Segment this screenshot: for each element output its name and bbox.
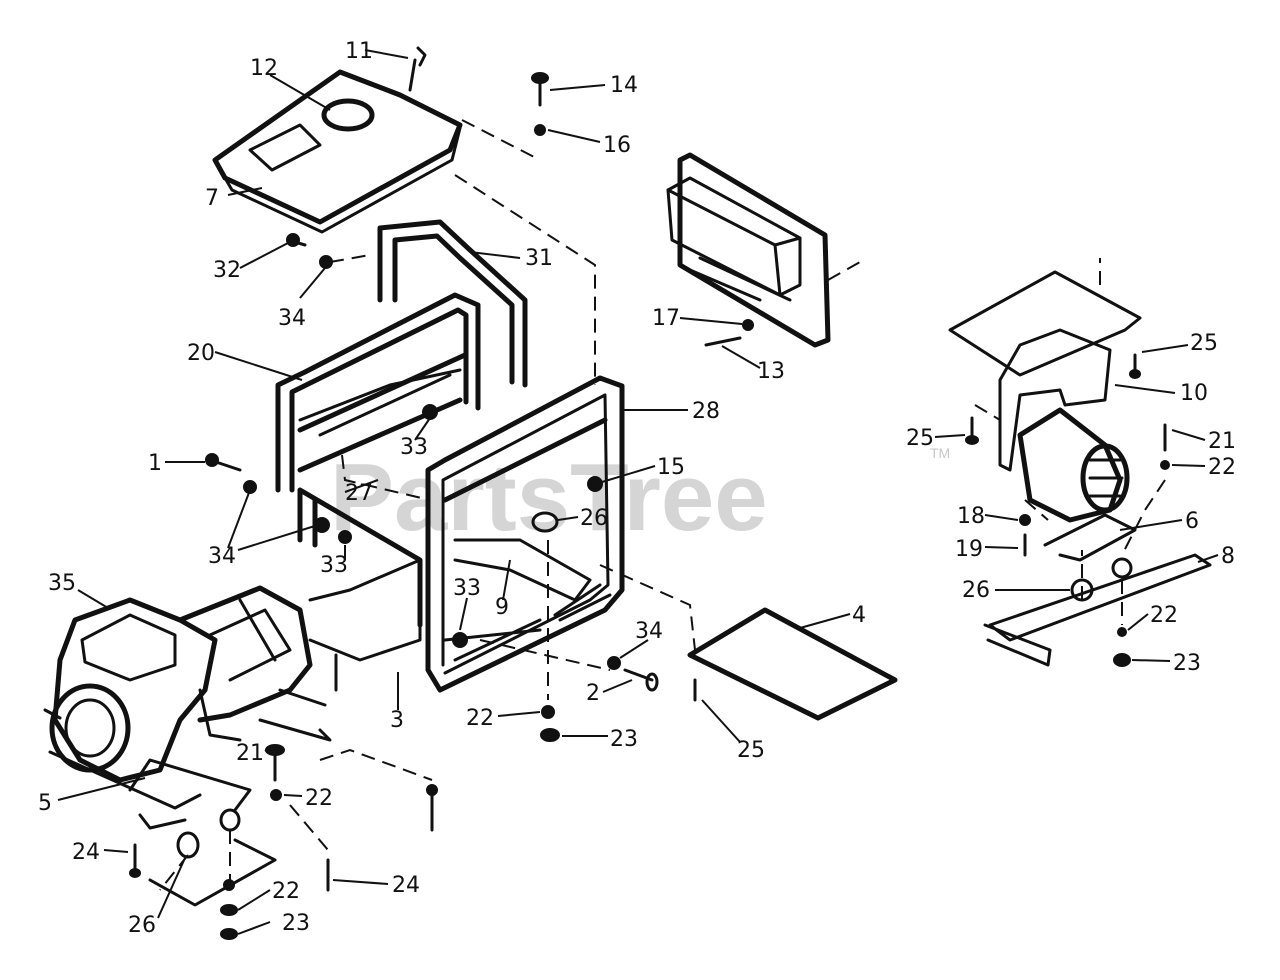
callout-25: 25: [1190, 331, 1218, 356]
callout-25: 25: [906, 426, 934, 451]
alternator: [948, 270, 1212, 667]
watermark-text: PartsTree: [330, 444, 768, 551]
engine: [43, 585, 313, 783]
callout-28: 28: [692, 399, 720, 424]
callout-14: 14: [610, 73, 638, 98]
callout-26: 26: [580, 506, 608, 531]
fuel-cap: [321, 98, 375, 132]
callout-35: 35: [48, 571, 76, 596]
callout-34: 34: [635, 619, 663, 644]
callout-24: 24: [72, 840, 100, 865]
callout-34: 34: [208, 544, 236, 569]
leader-lines: [57, 49, 1219, 935]
callout-17: 17: [652, 306, 680, 331]
callout-18: 18: [957, 504, 985, 529]
callout-labels: 11 12 14 16 7 31 32 34 17 13 25 10 20 28…: [38, 39, 1236, 938]
fuel-tank: [212, 46, 463, 234]
engine-mount-plate: [48, 750, 252, 830]
callout-22: 22: [466, 706, 494, 731]
callout-34: 34: [278, 306, 306, 331]
callout-22: 22: [305, 786, 333, 811]
callout-26: 26: [128, 913, 156, 938]
callout-10: 10: [1180, 381, 1208, 406]
callout-22: 22: [272, 879, 300, 904]
callout-23: 23: [1173, 651, 1201, 676]
callout-15: 15: [657, 455, 685, 480]
callout-32: 32: [213, 258, 241, 283]
callout-1: 1: [148, 451, 162, 476]
callout-31: 31: [525, 246, 553, 271]
callout-8: 8: [1221, 544, 1235, 569]
callout-16: 16: [603, 133, 631, 158]
callout-11: 11: [345, 39, 373, 64]
callout-19: 19: [955, 537, 983, 562]
callout-2: 2: [586, 681, 600, 706]
callout-24: 24: [392, 873, 420, 898]
callout-27: 27: [345, 481, 373, 506]
callout-23: 23: [282, 911, 310, 936]
callout-22: 22: [1208, 455, 1236, 480]
callout-25: 25: [737, 738, 765, 763]
callout-20: 20: [187, 341, 215, 366]
muffler: [666, 152, 861, 348]
callout-23: 23: [610, 727, 638, 752]
callout-26: 26: [962, 578, 990, 603]
base-rail: [453, 538, 592, 602]
callout-33: 33: [320, 553, 348, 578]
callout-7: 7: [205, 186, 219, 211]
callout-22: 22: [1150, 603, 1178, 628]
hardware: [129, 72, 1170, 940]
callout-21: 21: [1208, 429, 1236, 454]
control-panel: [687, 607, 898, 721]
callout-33: 33: [453, 576, 481, 601]
callout-33: 33: [400, 435, 428, 460]
callout-3: 3: [390, 708, 404, 733]
callout-13: 13: [757, 359, 785, 384]
callout-9: 9: [495, 595, 509, 620]
watermark-trademark: TM: [930, 445, 950, 461]
callout-12: 12: [250, 56, 278, 81]
callout-6: 6: [1185, 509, 1199, 534]
callout-5: 5: [38, 791, 52, 816]
callout-21: 21: [236, 741, 264, 766]
callout-4: 4: [852, 603, 866, 628]
handle: [377, 219, 528, 388]
